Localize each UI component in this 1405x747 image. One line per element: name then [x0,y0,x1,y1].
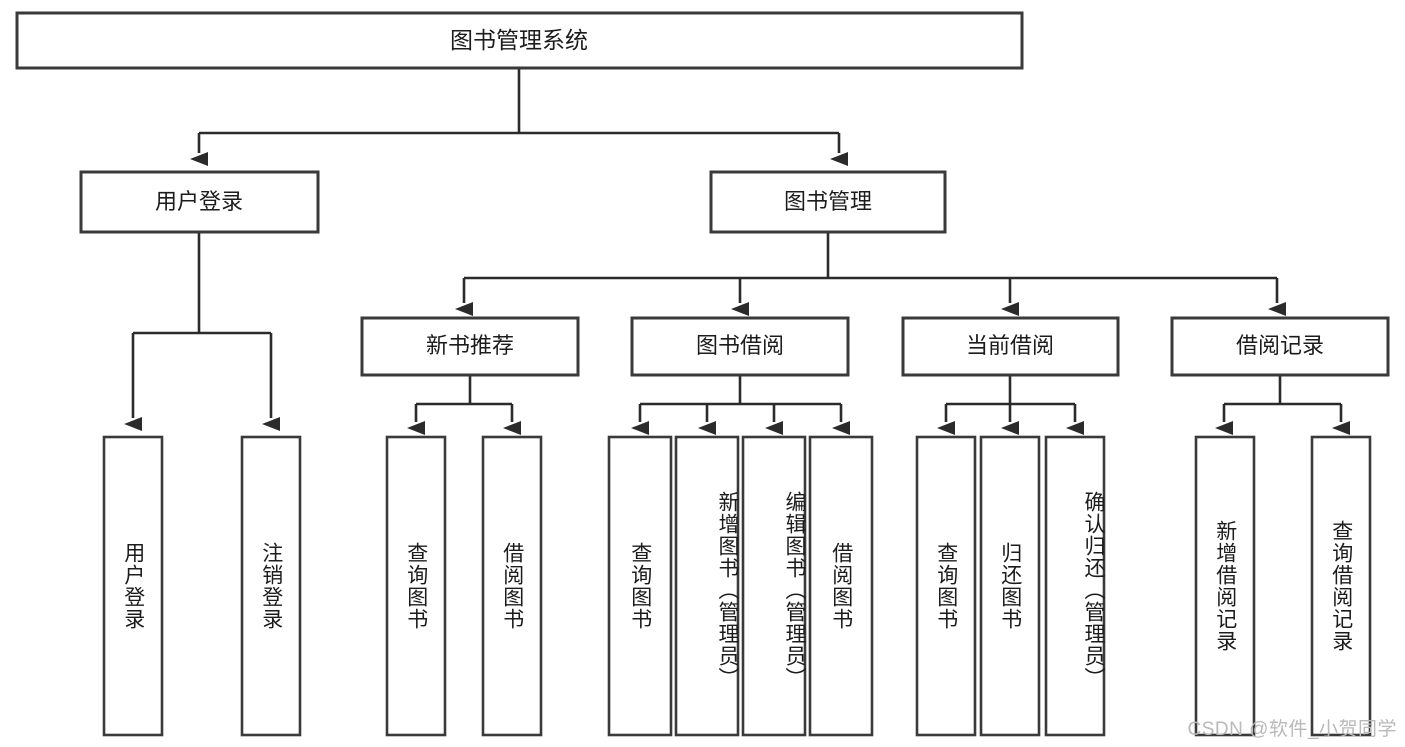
node-current-borrow-label: 当前借阅 [966,333,1054,358]
node-new-book-recommend[interactable]: 新书推荐 [360,316,580,377]
node-book-borrow-label: 图书借阅 [696,333,784,358]
leaf-node-user-logout[interactable] [240,435,302,737]
connector-new-book-recommend-to-leaves [407,375,521,435]
watermark-text: CSDN @软件_小贺同学 [1187,719,1397,740]
leaf-node-query-record[interactable] [1310,435,1372,737]
connector-book-management-to-level2 [455,232,1286,316]
connector-user-login-to-leaves [124,232,280,431]
leaf-node-borrow-book-2[interactable] [808,435,874,737]
leaf-node-query-book-2[interactable] [607,435,673,737]
node-user-login-label: 用户登录 [155,189,243,214]
node-book-borrow[interactable]: 图书借阅 [630,316,850,377]
connector-current-borrow-to-leaves [937,375,1084,435]
node-book-management[interactable]: 图书管理 [709,170,947,234]
node-book-management-label: 图书管理 [784,189,872,214]
connector-book-borrow-to-leaves [631,375,850,435]
node-root-system[interactable]: 图书管理系统 [15,11,1024,70]
connector-borrow-record-to-leaves [1215,375,1350,435]
leaf-node-confirm-return[interactable] [1044,435,1106,737]
node-user-login[interactable]: 用户登录 [79,170,320,234]
leaf-node-return-book[interactable] [979,435,1041,737]
node-current-borrow[interactable]: 当前借阅 [901,316,1120,377]
leaf-node-edit-book[interactable] [741,435,807,737]
leaf-node-user-login[interactable] [102,435,164,737]
leaf-node-add-book[interactable] [674,435,740,737]
leaf-node-add-record[interactable] [1194,435,1256,737]
leaf-node-borrow-book-1[interactable] [481,435,543,737]
node-borrow-record[interactable]: 借阅记录 [1170,316,1390,377]
node-root-label: 图书管理系统 [450,27,588,53]
connector-root-to-level1 [190,68,848,166]
leaf-node-query-book-3[interactable] [915,435,977,737]
node-borrow-record-label: 借阅记录 [1236,333,1324,358]
node-new-book-recommend-label: 新书推荐 [426,333,514,358]
leaf-node-query-book-1[interactable] [385,435,447,737]
